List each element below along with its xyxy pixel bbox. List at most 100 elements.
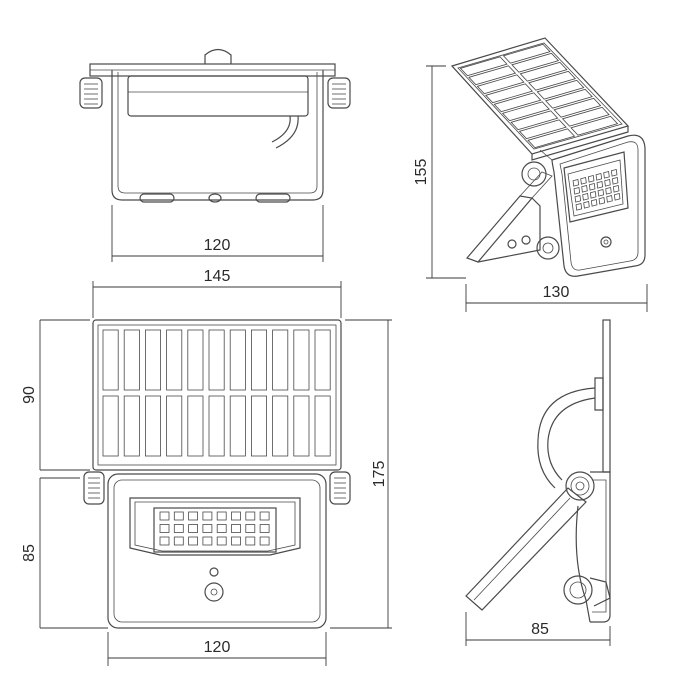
led-chip: [173, 511, 184, 521]
led-chip: [216, 536, 227, 546]
led-chip: [231, 524, 241, 533]
led-chip: [188, 511, 199, 521]
dimension-iso-width: 130: [465, 284, 648, 312]
led-chip: [612, 184, 620, 193]
led-chip: [613, 192, 621, 201]
dimension-label: 130: [543, 284, 570, 301]
dimension-iso-height: 155: [413, 65, 466, 279]
led-chip: [173, 536, 184, 546]
led-chip: [231, 536, 241, 546]
led-chip: [573, 186, 581, 195]
led-chip: [611, 176, 619, 185]
dimension-label: 120: [204, 639, 231, 656]
solar-cell: [144, 329, 161, 391]
solar-cell: [510, 110, 559, 131]
solar-cell: [272, 329, 289, 391]
led-chip: [598, 196, 606, 205]
dimension-front-total-width: 145: [92, 268, 342, 318]
led-chip: [159, 524, 170, 533]
led-chip: [588, 182, 596, 191]
led-chip: [159, 511, 170, 521]
dimension-body-height: 85: [21, 477, 108, 629]
solar-cell: [502, 43, 551, 64]
led-chip: [202, 536, 213, 546]
led-chip: [595, 172, 603, 181]
led-chip: [245, 524, 256, 533]
light-body-front: [107, 473, 327, 629]
solar-cell: [250, 329, 267, 391]
solar-cell: [293, 329, 310, 391]
solar-cell: [553, 97, 602, 118]
led-chip: [587, 174, 595, 183]
solar-cell: [544, 88, 593, 109]
led-chip: [606, 194, 613, 203]
solar-cell: [485, 83, 534, 104]
solar-cell: [102, 329, 119, 391]
solar-cell: [519, 61, 568, 82]
solar-cell: [501, 101, 550, 122]
led-chip: [245, 511, 256, 521]
solar-cell: [314, 395, 331, 457]
led-chip: [231, 511, 241, 521]
solar-cell: [518, 119, 567, 140]
led-chip: [259, 524, 270, 533]
led-chip: [216, 511, 227, 521]
solar-cell: [144, 395, 161, 457]
solar-cell: [187, 395, 204, 457]
dimension-label: 85: [531, 621, 549, 638]
led-chip: [575, 202, 583, 211]
dimension-total-height: 175: [330, 319, 392, 629]
dimension-label: 120: [204, 237, 231, 254]
solar-cell: [187, 329, 204, 391]
solar-cell: [208, 329, 225, 391]
solar-cell: [493, 92, 542, 113]
hinge-knob-right: [327, 77, 351, 109]
led-chip: [583, 200, 590, 209]
led-chip: [188, 536, 199, 546]
dimension-label: 145: [204, 268, 231, 285]
led-chip: [259, 511, 270, 521]
led-chip: [610, 168, 618, 177]
solar-cell: [102, 395, 119, 457]
solar-cell: [272, 395, 289, 457]
dimension-label: 175: [371, 461, 388, 488]
dimension-panel-height: 90: [21, 319, 90, 471]
led-chip: [590, 198, 598, 207]
solar-cell: [166, 329, 183, 391]
dimension-top-width: 120: [111, 205, 324, 262]
top-view: [79, 48, 351, 203]
led-chip: [589, 190, 597, 199]
solar-cell: [123, 329, 140, 391]
solar-cell: [208, 395, 225, 457]
solar-cell: [250, 395, 267, 457]
dimension-label: 85: [21, 544, 38, 562]
led-chip: [216, 524, 227, 533]
solar-cell: [528, 70, 577, 91]
solar-cell: [476, 74, 525, 95]
led-chip: [603, 170, 610, 179]
front-hinge-knob-right: [329, 471, 351, 505]
led-chip: [572, 178, 580, 187]
hinge-knob-left: [79, 77, 103, 109]
led-chip: [259, 536, 270, 546]
led-chip: [245, 536, 256, 546]
solar-cell: [314, 329, 331, 391]
dimension-label: 90: [21, 386, 38, 404]
led-chip: [581, 184, 588, 193]
dimension-label: 155: [413, 159, 430, 186]
solar-cell: [229, 329, 246, 391]
led-chip: [202, 524, 213, 533]
solar-cell: [561, 106, 610, 127]
solar-cell: [166, 395, 183, 457]
led-chip: [202, 511, 213, 521]
isometric-view: [450, 37, 646, 277]
solar-cell: [229, 395, 246, 457]
solar-panel-iso: [450, 37, 630, 161]
dimension-side-depth: 85: [465, 612, 611, 646]
led-chip: [159, 536, 170, 546]
dimension-body-width: 120: [107, 632, 327, 666]
led-chip: [604, 178, 611, 187]
solar-cell: [123, 395, 140, 457]
solar-cell: [511, 52, 560, 73]
